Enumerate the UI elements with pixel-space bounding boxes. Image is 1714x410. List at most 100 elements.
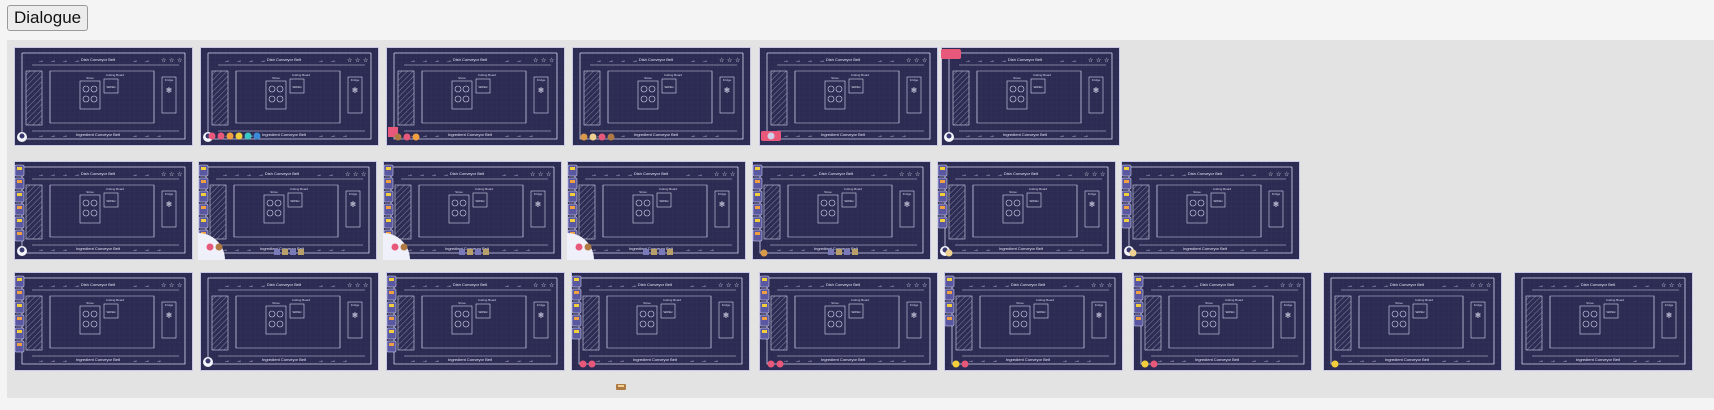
svg-text:☆: ☆ [1100,171,1105,178]
svg-text:→: → [144,358,150,364]
cutting-board-label: Cutting Board [106,187,125,191]
svg-text:→: → [318,358,324,364]
frame-thumbnail[interactable]: → → → → → → Dish Conveyor Belt ☆ ☆ ☆ → →… [1323,272,1502,371]
frame-thumbnail[interactable]: → → → → → → Dish Conveyor Belt ☆ ☆ ☆ → →… [567,161,746,260]
frame-thumbnail[interactable]: → → → → → → Dish Conveyor Belt ☆ ☆ ☆ → →… [200,272,379,371]
cutting-board-label: Cutting Board [1606,298,1625,302]
frame-thumbnail[interactable]: → → → → → → Dish Conveyor Belt ☆ ☆ ☆ → →… [572,47,751,146]
ingredient-icon [1150,360,1158,368]
frame-thumbnail[interactable]: → → → → → → Dish Conveyor Belt ☆ ☆ ☆ → →… [752,161,931,260]
svg-text:☆: ☆ [1296,282,1301,289]
wash-label: WASH [1034,85,1043,89]
svg-text:→: → [1550,283,1556,289]
wash-label: WASH [665,85,674,89]
frame-thumbnail[interactable]: → → → → → → Dish Conveyor Belt ☆ ☆ ☆ → →… [386,47,565,146]
svg-text:→: → [812,172,818,178]
svg-text:→: → [985,172,991,178]
frame-thumbnail[interactable]: → → → → → → Dish Conveyor Belt ☆ ☆ ☆ → →… [14,272,193,371]
order-ticket-icon [14,216,25,229]
svg-text:→: → [1465,358,1471,364]
frame-thumbnail[interactable]: → → → → → → Dish Conveyor Belt ☆ ☆ ☆ → →… [200,47,379,146]
svg-text:→: → [595,358,601,364]
frame-thumbnail[interactable]: → → → → → → Dish Conveyor Belt ☆ ☆ ☆ → →… [14,161,193,260]
svg-text:→: → [632,58,638,64]
order-ticket-icon [759,327,770,340]
stove-label: Stove [643,301,651,305]
svg-text:→: → [248,283,254,289]
svg-text:→: → [132,247,138,253]
dialogue-button[interactable]: Dialogue [7,5,89,31]
wash-label: WASH [660,199,669,203]
stove-label: Stove [272,301,280,305]
dish-belt-label: Dish Conveyor Belt [634,171,669,176]
frame-thumbnail[interactable]: → → → → → → Dish Conveyor Belt ☆ ☆ ☆ → →… [383,161,562,260]
fridge-label: Fridge [1088,192,1097,196]
svg-text:☆: ☆ [161,171,166,178]
svg-text:→: → [901,358,907,364]
order-ticket-icon [752,229,763,242]
ingredient-icon [206,243,214,251]
svg-text:→: → [330,58,336,64]
ingredient-belt-label: Ingredient Conveyor Belt [1385,357,1430,362]
ingredient-icon [388,127,398,137]
frame-thumbnail[interactable]: → → → → → → Dish Conveyor Belt ☆ ☆ ☆ → →… [1121,161,1300,260]
svg-text:☆: ☆ [538,171,543,178]
stove-label: Stove [86,301,94,305]
frame-thumbnail[interactable]: → → → → → → Dish Conveyor Belt ☆ ☆ ☆ → →… [1514,272,1693,371]
svg-text:→: → [1001,58,1007,64]
order-ticket-icon [752,203,763,216]
svg-text:→: → [1562,358,1568,364]
svg-text:→: → [132,133,138,139]
svg-text:☆: ☆ [1092,171,1097,178]
svg-text:→: → [1441,283,1447,289]
svg-text:→: → [431,172,437,178]
svg-text:→: → [62,283,68,289]
svg-text:→: → [342,133,348,139]
kitchen-map: → → → → → → Dish Conveyor Belt ☆ ☆ ☆ → →… [572,47,751,146]
snowflake-icon: ❄ [350,200,357,209]
frame-thumbnail[interactable]: → → → → → → Dish Conveyor Belt ☆ ☆ ☆ → →… [759,272,938,371]
svg-text:→: → [222,172,228,178]
svg-text:→: → [258,172,264,178]
cutting-board-label: Cutting Board [1033,73,1052,77]
frame-thumbnail[interactable]: → → → → → → Dish Conveyor Belt ☆ ☆ ☆ → →… [198,161,377,260]
frame-thumbnail[interactable]: → → → → → → Dish Conveyor Belt ☆ ☆ ☆ → →… [571,272,750,371]
frame-thumbnail[interactable]: → → → → → → Dish Conveyor Belt ☆ ☆ ☆ → →… [14,47,193,146]
frame-thumbnail[interactable]: → → → → → → Dish Conveyor Belt ☆ ☆ ☆ → →… [1133,272,1312,371]
order-ticket-icon [386,340,397,353]
frame-thumbnail[interactable]: → → → → → → Dish Conveyor Belt ☆ ☆ ☆ → →… [944,272,1123,371]
svg-text:☆: ☆ [734,282,739,289]
fridge-label: Fridge [349,192,358,196]
kitchen-map: → → → → → → Dish Conveyor Belt ☆ ☆ ☆ → →… [937,161,1116,260]
frame-thumbnail[interactable]: → → → → → → Dish Conveyor Belt ☆ ☆ ☆ → →… [759,47,938,146]
dish-belt-label: Dish Conveyor Belt [1390,282,1425,287]
svg-text:→: → [74,172,80,178]
stove-label: Stove [1009,190,1017,194]
svg-text:→: → [501,172,507,178]
tray-item-icon [667,249,673,255]
ingredient-icon [215,243,223,251]
svg-text:→: → [1062,358,1068,364]
ingredient-belt-label: Ingredient Conveyor Belt [1576,357,1621,362]
frame-thumbnail[interactable]: → → → → → → Dish Conveyor Belt ☆ ☆ ☆ → →… [937,161,1116,260]
stove-label: Stove [1205,301,1213,305]
ingredient-belt-label: Ingredient Conveyor Belt [814,246,859,251]
dish-belt-label: Dish Conveyor Belt [819,171,854,176]
order-ticket-icon [1133,314,1144,327]
svg-text:→: → [50,58,56,64]
svg-text:→: → [591,247,597,253]
svg-text:☆: ☆ [727,57,732,64]
order-ticket-icon [759,314,770,327]
svg-text:→: → [318,283,324,289]
svg-text:→: → [1574,283,1580,289]
frame-thumbnail[interactable]: → → → → → → Dish Conveyor Belt ☆ ☆ ☆ → →… [386,272,565,371]
svg-text:→: → [132,358,138,364]
stove-label: Stove [458,301,466,305]
ingredient-icon [588,360,596,368]
stove-label: Stove [270,190,278,194]
frame-thumbnail[interactable]: → → → → → → Dish Conveyor Belt ☆ ☆ ☆ → →… [941,47,1120,146]
svg-text:→: → [132,58,138,64]
svg-text:→: → [788,247,794,253]
svg-text:☆: ☆ [719,57,724,64]
order-ticket-icon [752,177,763,190]
